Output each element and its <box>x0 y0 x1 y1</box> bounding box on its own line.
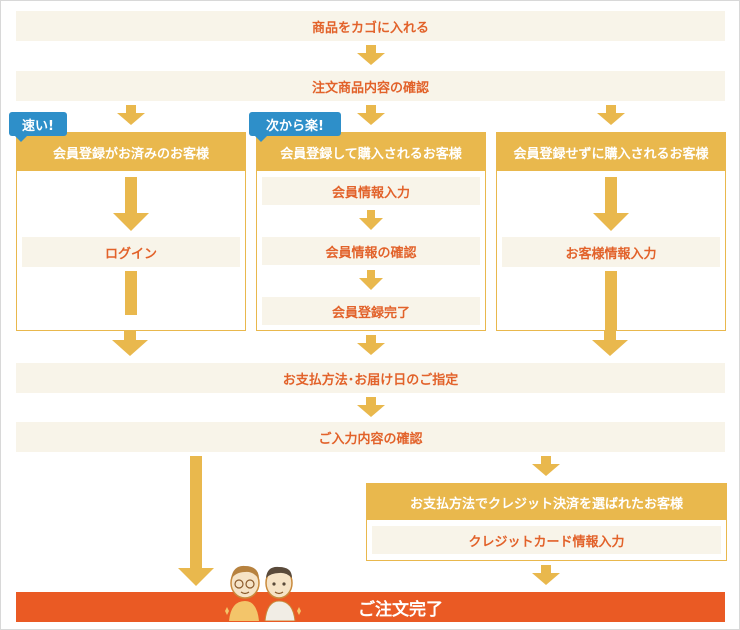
panel-credit-card-payment: お支払方法でクレジット決済を選ばれたお客様 クレジットカード情報入力 <box>366 483 727 561</box>
arrow-down-icon <box>357 45 385 65</box>
arrow-down-icon <box>359 270 383 290</box>
step-add-to-cart: 商品をカゴに入れる <box>16 11 725 41</box>
panel-guest-purchase-title: 会員登録せずに購入されるお客様 <box>497 133 725 171</box>
panel-register-and-buy: 会員登録して購入されるお客様 会員情報入力 会員情報の確認 会員登録完了 <box>256 132 486 331</box>
step-order-complete: ご注文完了 <box>16 592 725 622</box>
arrow-down-icon <box>357 105 385 125</box>
arrow-down-icon <box>112 330 148 356</box>
badge-fast-label: 速い! <box>22 118 54 134</box>
step-payment-delivery-label: お支払方法･お届け日のご指定 <box>282 372 459 388</box>
arrow-down-icon <box>113 177 149 233</box>
step-confirm-order-items-label: 注文商品内容の確認 <box>311 80 429 96</box>
step-member-info-confirm: 会員情報の確認 <box>262 237 480 265</box>
arrow-down-icon <box>592 330 628 356</box>
step-confirm-order-items: 注文商品内容の確認 <box>16 71 725 101</box>
panel-register-and-buy-title: 会員登録して購入されるお客様 <box>257 133 485 171</box>
arrow-down-icon <box>357 397 385 417</box>
step-member-info-input: 会員情報入力 <box>262 177 480 205</box>
arrow-down-icon <box>357 335 385 355</box>
arrow-down-icon <box>532 456 560 476</box>
arrow-down-icon <box>532 565 560 585</box>
panel-registered-member-title: 会員登録がお済みのお客様 <box>17 133 245 171</box>
badge-easy-next-time: 次から楽! <box>249 112 341 142</box>
step-payment-delivery: お支払方法･お届け日のご指定 <box>16 363 725 393</box>
arrow-down-icon <box>359 210 383 230</box>
panel-guest-purchase: 会員登録せずに購入されるお客様 お客様情報入力 <box>496 132 726 331</box>
badge-fast: 速い! <box>9 112 67 142</box>
arrow-down-icon <box>597 105 625 125</box>
arrow-down-icon <box>178 456 214 586</box>
step-member-registration-complete: 会員登録完了 <box>262 297 480 325</box>
badge-easy-next-time-label: 次から楽! <box>266 118 324 134</box>
step-login-label: ログイン <box>104 246 157 262</box>
arrow-down-icon <box>593 177 629 233</box>
arrow-down-icon <box>113 271 149 331</box>
step-member-registration-complete-label: 会員登録完了 <box>331 305 410 321</box>
step-member-info-input-label: 会員情報入力 <box>331 185 410 201</box>
step-add-to-cart-label: 商品をカゴに入れる <box>311 20 429 36</box>
panel-registered-member: 会員登録がお済みのお客様 ログイン <box>16 132 246 331</box>
step-member-info-confirm-label: 会員情報の確認 <box>325 245 417 261</box>
couple-illustration-icon <box>223 561 303 625</box>
step-confirm-input: ご入力内容の確認 <box>16 422 725 452</box>
step-confirm-input-label: ご入力内容の確認 <box>318 431 423 447</box>
step-login: ログイン <box>22 237 240 267</box>
step-customer-info-input: お客様情報入力 <box>502 237 720 267</box>
step-credit-card-info-input: クレジットカード情報入力 <box>372 526 721 554</box>
arrow-down-icon <box>593 271 629 331</box>
arrow-down-icon <box>117 105 145 125</box>
step-order-complete-label: ご注文完了 <box>358 599 443 620</box>
step-customer-info-input-label: お客様情報入力 <box>565 246 657 262</box>
step-credit-card-info-input-label: クレジットカード情報入力 <box>468 534 625 550</box>
panel-credit-card-payment-title: お支払方法でクレジット決済を選ばれたお客様 <box>367 484 726 520</box>
